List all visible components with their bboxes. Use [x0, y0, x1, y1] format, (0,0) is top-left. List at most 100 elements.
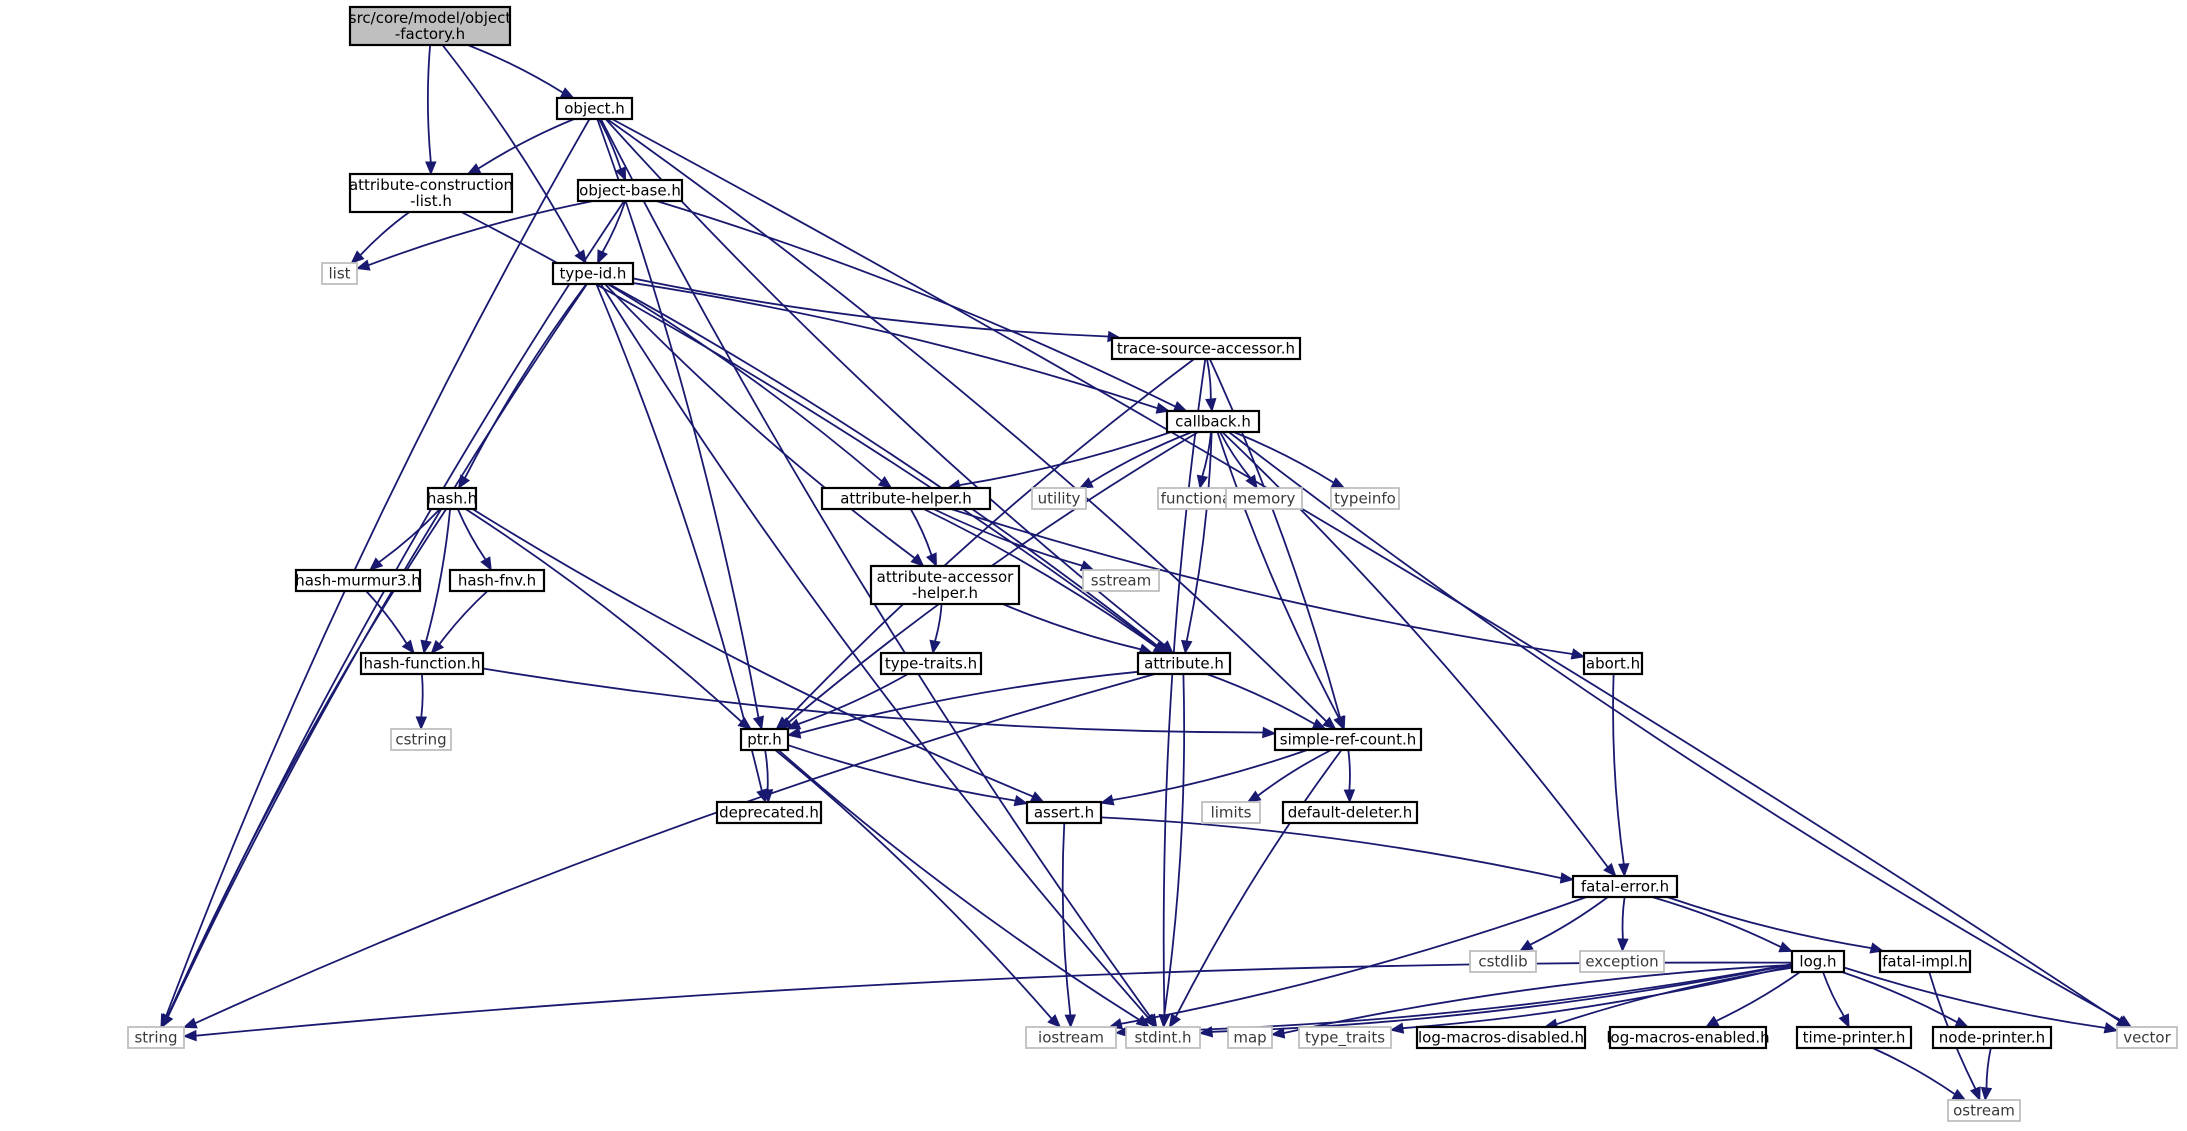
node-label: vector: [2123, 1029, 2171, 1047]
node-exception: exception: [1579, 950, 1665, 973]
edge-hash-to-hash_fnv: [456, 508, 492, 572]
edge-log-to-stdint: [1198, 963, 1793, 1038]
node-label: abort.h: [1586, 655, 1640, 673]
node-trace-source[interactable]: trace-source-accessor.h: [1110, 336, 1302, 361]
edge-assert-to-iostream: [1061, 822, 1077, 1029]
node-callback[interactable]: callback.h: [1165, 409, 1261, 434]
edge-object_h-to-simple_ref: [606, 118, 1337, 730]
edge-ptr-to-assert: [787, 744, 1029, 807]
node-attr-construction[interactable]: attribute-construction-list.h: [348, 172, 514, 214]
node-root[interactable]: src/core/model/object-factory.h: [349, 5, 512, 47]
edges-layer: [160, 44, 2133, 1102]
node-map: map: [1227, 1026, 1273, 1049]
node-label: hash-murmur3.h: [295, 572, 421, 590]
edge-callback-to-attr_helper: [946, 431, 1172, 491]
node-hash[interactable]: hash.h: [427, 486, 477, 511]
edge-hash-to-hash_function: [420, 508, 451, 655]
node-assert[interactable]: assert.h: [1025, 800, 1103, 825]
node-label: deprecated.h: [719, 804, 819, 822]
edge-hash-to-hash_murmur3: [369, 508, 441, 571]
node-default-deleter[interactable]: default-deleter.h: [1281, 800, 1419, 825]
node-label: cstdlib: [1478, 953, 1527, 971]
edge-log-to-string: [182, 961, 1793, 1042]
node-cstdlib: cstdlib: [1469, 950, 1537, 973]
edge-assert-to-fatal_error: [1100, 816, 1575, 884]
edge-object_base-to-string: [161, 200, 625, 1029]
node-log-disabled[interactable]: log-macros-disabled.h: [1415, 1025, 1587, 1050]
edge-attr_construction-to-list: [350, 211, 410, 264]
node-label: map: [1233, 1029, 1266, 1047]
node-attribute[interactable]: attribute.h: [1136, 651, 1232, 676]
node-label: -factory.h: [395, 25, 465, 43]
node-hash-function[interactable]: hash-function.h: [359, 651, 485, 676]
node-label: ostream: [1953, 1102, 2015, 1120]
node-label: -list.h: [410, 192, 452, 210]
node-iostream: iostream: [1025, 1026, 1117, 1049]
edge-log-to-map: [1270, 964, 1793, 1039]
edge-trace_source-to-stdint: [1158, 358, 1207, 1029]
node-fatal-error[interactable]: fatal-error.h: [1571, 874, 1679, 899]
node-label: object-base.h: [579, 182, 681, 200]
edge-fatal_error-to-log: [1651, 896, 1794, 953]
edge-hash_function-to-cstring: [415, 673, 428, 731]
node-label: time-printer.h: [1803, 1029, 1906, 1047]
edge-attr_helper-to-attr_accessor: [909, 508, 937, 568]
node-log[interactable]: log.h: [1790, 949, 1846, 974]
edge-object_h-to-object_base: [598, 118, 627, 182]
node-abort[interactable]: abort.h: [1582, 651, 1644, 676]
node-label: memory: [1233, 490, 1296, 508]
edge-abort-to-fatal_error: [1612, 673, 1630, 878]
edge-fatal_error-to-cstdlib: [1518, 896, 1609, 952]
node-fatal-impl[interactable]: fatal-impl.h: [1878, 949, 1972, 974]
node-node-printer[interactable]: node-printer.h: [1931, 1025, 2053, 1050]
node-object-base[interactable]: object-base.h: [576, 178, 684, 203]
node-attr-accessor[interactable]: attribute-accessor-helper.h: [869, 564, 1021, 606]
edge-object_h-to-attr_construction: [466, 118, 575, 175]
node-label: object.h: [564, 100, 625, 118]
edge-root-to-object_h: [467, 44, 575, 99]
node-hash-fnv[interactable]: hash-fnv.h: [448, 568, 546, 593]
node-label: log-macros-disabled.h: [1418, 1029, 1584, 1047]
node-log-enabled[interactable]: log-macros-enabled.h: [1606, 1025, 1770, 1050]
edge-callback-to-utility: [1078, 431, 1193, 489]
node-label: -helper.h: [912, 584, 978, 602]
node-label: default-deleter.h: [1288, 804, 1413, 822]
edge-trace_source-to-ptr: [775, 358, 1195, 730]
node-object-h[interactable]: object.h: [555, 96, 634, 121]
node-label: type_traits: [1305, 1029, 1385, 1048]
node-type-id[interactable]: type-id.h: [551, 261, 635, 286]
node-ptr[interactable]: ptr.h: [739, 727, 790, 752]
node-label: attribute.h: [1144, 655, 1224, 673]
edge-simple_ref-to-stdint: [1168, 749, 1343, 1029]
node-deprecated[interactable]: deprecated.h: [715, 800, 823, 825]
edge-attr_helper-to-sstream: [933, 508, 1095, 571]
node-label: attribute-construction: [349, 176, 513, 194]
node-label: attribute-helper.h: [840, 490, 972, 508]
node-label: log-macros-enabled.h: [1606, 1029, 1769, 1047]
node-label: callback.h: [1175, 413, 1251, 431]
node-label: iostream: [1038, 1029, 1104, 1047]
edge-hash-to-ptr: [465, 508, 752, 730]
edge-type_id-to-attr_helper: [607, 283, 893, 489]
node-label: utility: [1038, 490, 1081, 508]
node-time-printer[interactable]: time-printer.h: [1795, 1025, 1913, 1050]
node-type-traits-h[interactable]: type-traits.h: [879, 651, 983, 676]
edge-type_id-to-trace_source: [632, 277, 1122, 343]
node-label: hash-fnv.h: [458, 572, 536, 590]
node-attr-helper[interactable]: attribute-helper.h: [820, 486, 992, 511]
node-hash-murmur3[interactable]: hash-murmur3.h: [294, 568, 422, 593]
edge-callback-to-memory: [1219, 431, 1258, 490]
node-memory: memory: [1225, 487, 1303, 510]
edge-ptr-to-deprecated: [761, 749, 774, 804]
edge-simple_ref-to-limits: [1246, 749, 1332, 803]
node-string: string: [127, 1026, 185, 1049]
edge-type_id-to-callback: [632, 282, 1171, 414]
node-simple-ref[interactable]: simple-ref-count.h: [1273, 727, 1423, 752]
node-label: assert.h: [1034, 804, 1094, 822]
node-utility: utility: [1031, 487, 1087, 510]
edge-callback-to-attribute: [1181, 431, 1213, 655]
edge-time_printer-to-ostream: [1872, 1047, 1967, 1101]
node-label: stdint.h: [1134, 1029, 1191, 1047]
node-label: trace-source-accessor.h: [1117, 340, 1295, 358]
edge-ptr-to-iostream: [774, 749, 1062, 1028]
